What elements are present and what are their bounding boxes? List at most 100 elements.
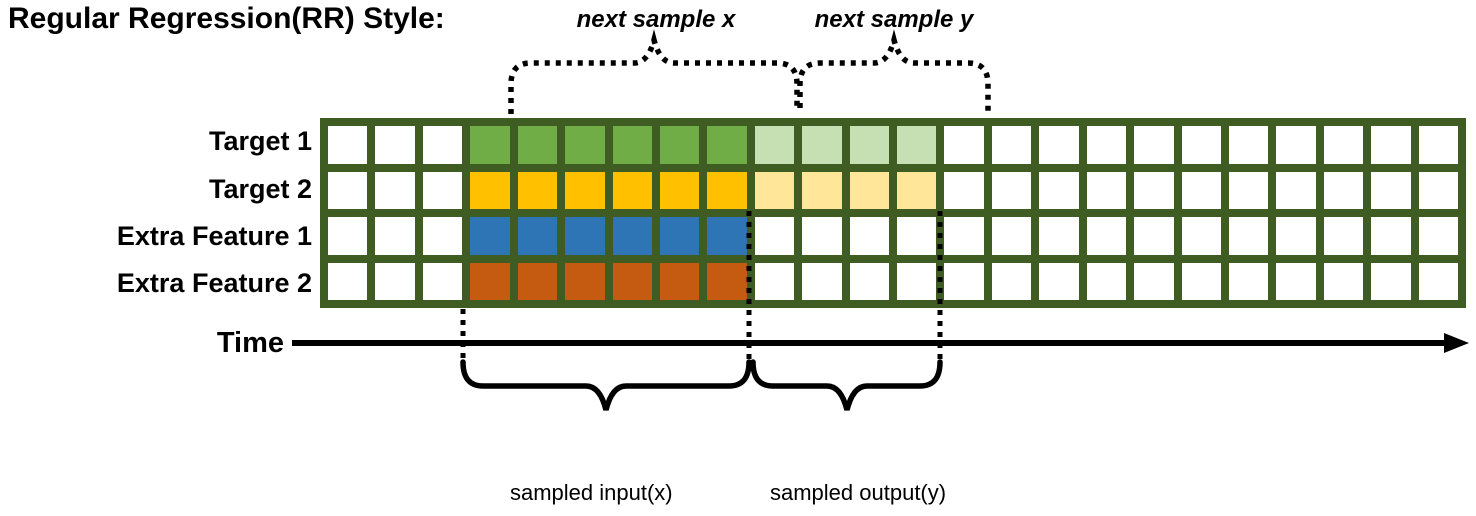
grid-cell bbox=[659, 171, 700, 209]
sampled-output-annotation: sampled output(y) horizon=4 output_featu… bbox=[770, 420, 992, 516]
grid-cell bbox=[1181, 126, 1221, 164]
grid-cell bbox=[470, 171, 510, 209]
grid-cell bbox=[375, 171, 415, 209]
grid-cell bbox=[1371, 262, 1411, 300]
grid-cell bbox=[897, 217, 937, 255]
row-label-extra-feature-2: Extra Feature 2 bbox=[116, 268, 312, 298]
grid-cell bbox=[659, 262, 700, 300]
row-label-target-1: Target 1 bbox=[208, 126, 312, 156]
grid-cell bbox=[754, 217, 795, 255]
grid-cell bbox=[1086, 262, 1127, 300]
grid-cell bbox=[328, 171, 368, 209]
grid-cell bbox=[707, 262, 747, 300]
grid-cell bbox=[1418, 171, 1458, 209]
time-axis-label: Time bbox=[216, 327, 284, 359]
grid-cell bbox=[944, 217, 984, 255]
grid-cell bbox=[849, 262, 889, 300]
grid-cell bbox=[565, 126, 605, 164]
grid-cell bbox=[802, 262, 842, 300]
grid-cell bbox=[517, 171, 558, 209]
grid-cell bbox=[1228, 171, 1269, 209]
row-label-extra-feature-1: Extra Feature 1 bbox=[116, 221, 312, 251]
grid-cell bbox=[375, 126, 415, 164]
grid-cell bbox=[707, 171, 747, 209]
grid-cell bbox=[517, 262, 558, 300]
grid-cell bbox=[328, 217, 368, 255]
grid-cell bbox=[802, 217, 842, 255]
grid-cell bbox=[1371, 126, 1411, 164]
grid-cell bbox=[1323, 217, 1364, 255]
grid-cell bbox=[944, 262, 984, 300]
next-sample-x-label: next sample x bbox=[576, 6, 736, 33]
grid-cell bbox=[1134, 262, 1174, 300]
grid-cell bbox=[422, 171, 463, 209]
grid-cell bbox=[470, 217, 510, 255]
grid-cell bbox=[802, 126, 842, 164]
grid-cell bbox=[659, 217, 700, 255]
grid-cell bbox=[1134, 126, 1174, 164]
next-sample-y-label: next sample y bbox=[814, 6, 974, 33]
next-sample-x-brace bbox=[508, 29, 800, 114]
grid-cell bbox=[1086, 217, 1127, 255]
grid-cell bbox=[470, 262, 510, 300]
grid-cell bbox=[612, 217, 652, 255]
grid-cell bbox=[1276, 262, 1316, 300]
grid-cell bbox=[1228, 217, 1269, 255]
grid-cell bbox=[1371, 171, 1411, 209]
grid-cell bbox=[1134, 171, 1174, 209]
grid-cell bbox=[1323, 262, 1364, 300]
grid-cell bbox=[422, 126, 463, 164]
grid-cell bbox=[470, 126, 510, 164]
grid-cell bbox=[375, 217, 415, 255]
grid-cell bbox=[1418, 217, 1458, 255]
grid-cell bbox=[1039, 262, 1079, 300]
grid-cell bbox=[328, 126, 368, 164]
row-label-target-2: Target 2 bbox=[208, 174, 312, 204]
grid-cell bbox=[328, 262, 368, 300]
grid-cell bbox=[1418, 126, 1458, 164]
next-sample-y-brace bbox=[797, 29, 991, 113]
grid-cell bbox=[1323, 126, 1364, 164]
grid-cell bbox=[565, 217, 605, 255]
grid-cell bbox=[754, 126, 795, 164]
grid-cell bbox=[422, 262, 463, 300]
grid-cell bbox=[1181, 217, 1221, 255]
grid-cell bbox=[1371, 217, 1411, 255]
page-title: Regular Regression(RR) Style: bbox=[8, 2, 445, 35]
grid-cell bbox=[517, 126, 558, 164]
grid-cell bbox=[1228, 126, 1269, 164]
grid-cell bbox=[707, 126, 747, 164]
grid-cell bbox=[849, 217, 889, 255]
grid-cell bbox=[1086, 126, 1127, 164]
grid-cell bbox=[1276, 171, 1316, 209]
grid-cell bbox=[375, 262, 415, 300]
grid-cell bbox=[1039, 126, 1079, 164]
grid-cell bbox=[612, 126, 652, 164]
time-axis-arrowhead bbox=[1444, 333, 1469, 353]
grid-cell bbox=[754, 262, 795, 300]
grid-cell bbox=[1276, 126, 1316, 164]
grid-cell bbox=[802, 171, 842, 209]
grid-cell bbox=[897, 126, 937, 164]
grid-cell bbox=[897, 171, 937, 209]
grid-cell bbox=[612, 262, 652, 300]
grid-cell bbox=[991, 217, 1032, 255]
grid-cell bbox=[991, 262, 1032, 300]
grid-cell bbox=[659, 126, 700, 164]
grid-cell bbox=[849, 126, 889, 164]
sampled-input-annotation: sampled input(x) lookback=6 input_featur… bbox=[510, 420, 719, 516]
grid-cell bbox=[1039, 171, 1079, 209]
grid-cell bbox=[565, 262, 605, 300]
sampled-input-title: sampled input(x) bbox=[510, 480, 673, 505]
grid-cell bbox=[849, 171, 889, 209]
sampled-output-brace bbox=[750, 359, 943, 411]
grid-cell bbox=[991, 126, 1032, 164]
grid-cell bbox=[565, 171, 605, 209]
grid-cell bbox=[1323, 171, 1364, 209]
grid-cell bbox=[944, 126, 984, 164]
grid-cell bbox=[1181, 262, 1221, 300]
grid-cell bbox=[897, 262, 937, 300]
grid-cell bbox=[991, 171, 1032, 209]
grid-cell bbox=[1418, 262, 1458, 300]
